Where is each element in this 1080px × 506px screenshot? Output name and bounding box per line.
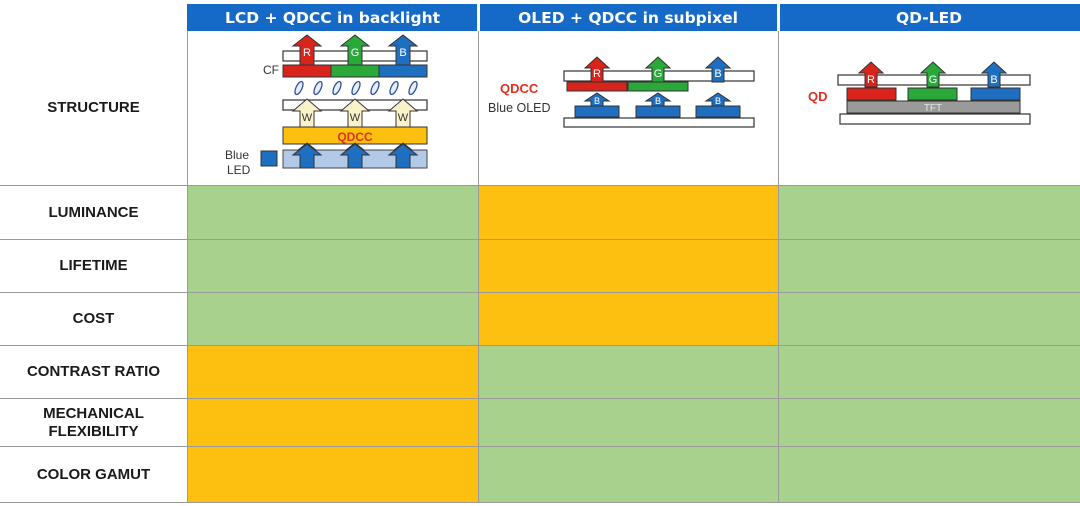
row-label-color-gamut: COLOR GAMUT (0, 447, 187, 502)
arrow-label: B (655, 96, 661, 106)
arrow-label: B (399, 47, 406, 59)
rating-cell-good (779, 346, 1080, 398)
header-separator (777, 4, 780, 31)
rating-cell-fair (188, 399, 478, 446)
rating-cell-good (779, 240, 1080, 292)
rating-cell-good (779, 447, 1080, 502)
oled-structure-diagram: R G B B B B QDCC Blue OLED (488, 56, 755, 128)
column-divider (187, 31, 188, 503)
blue-led-label: LED (227, 163, 251, 177)
rating-cell-good (779, 186, 1080, 239)
arrow-label: W (302, 112, 313, 124)
row-label-mechanical-flexibility: MECHANICAL FLEXIBILITY (0, 399, 187, 446)
header-separator (477, 4, 480, 31)
row-divider (0, 185, 1080, 186)
lcd-structure-diagram: CF R G B (225, 34, 428, 177)
row-divider (0, 345, 1080, 346)
row-divider (0, 398, 1080, 399)
qd-label: QD (808, 89, 828, 104)
arrow-label: G (929, 74, 938, 86)
rating-cell-fair (479, 186, 778, 239)
structure-cell-qdled: R G B TFT QD (778, 31, 1080, 185)
tft-label: TFT (924, 103, 942, 114)
arrow-label: B (594, 96, 600, 106)
structure-cell-oled: R G B B B B QDCC Blue OLED (478, 31, 778, 185)
arrow-label: W (398, 112, 409, 124)
row-label-cost: COST (0, 293, 187, 345)
column-header-lcd: LCD + QDCC in backlight (187, 4, 478, 31)
row-label-structure: STRUCTURE (0, 31, 187, 185)
column-header-oled: OLED + QDCC in subpixel (478, 4, 778, 31)
row-divider (0, 502, 1080, 503)
arrow-label: R (303, 47, 311, 59)
row-divider (0, 446, 1080, 447)
row-divider (0, 239, 1080, 240)
row-label-contrast-ratio: CONTRAST RATIO (0, 346, 187, 398)
qdcc-label: QDCC (337, 130, 373, 144)
blue-oled-label: Blue OLED (488, 101, 551, 115)
arrow-label: B (990, 74, 997, 86)
rating-cell-good (779, 293, 1080, 345)
arrow-label: W (350, 112, 361, 124)
rating-cell-fair (188, 346, 478, 398)
arrow-label: R (867, 74, 875, 86)
column-divider (478, 31, 479, 503)
blue-led-label: Blue (225, 148, 249, 162)
rating-cell-good (188, 186, 478, 239)
rating-cell-fair (479, 240, 778, 292)
rating-cell-fair (188, 447, 478, 502)
arrow-label: G (654, 68, 663, 80)
row-label-luminance: LUMINANCE (0, 186, 187, 239)
qdled-structure-diagram: R G B TFT QD (808, 61, 1031, 125)
rating-cell-good (479, 346, 778, 398)
rating-cell-good (188, 293, 478, 345)
rating-cell-good (479, 399, 778, 446)
qdcc-label: QDCC (500, 81, 539, 96)
row-label-lifetime: LIFETIME (0, 240, 187, 292)
structure-cell-lcd: CF R G B (187, 31, 478, 185)
column-header-qdled: QD-LED (778, 4, 1080, 31)
arrow-label: G (351, 47, 360, 59)
rating-cell-good (779, 399, 1080, 446)
column-divider (778, 31, 779, 503)
rating-cell-good (188, 240, 478, 292)
cf-label: CF (263, 63, 279, 77)
arrow-label: B (714, 68, 721, 80)
rating-cell-fair (479, 293, 778, 345)
row-divider (0, 292, 1080, 293)
arrow-label: R (593, 68, 601, 80)
rating-cell-good (479, 447, 778, 502)
arrow-label: B (715, 96, 721, 106)
